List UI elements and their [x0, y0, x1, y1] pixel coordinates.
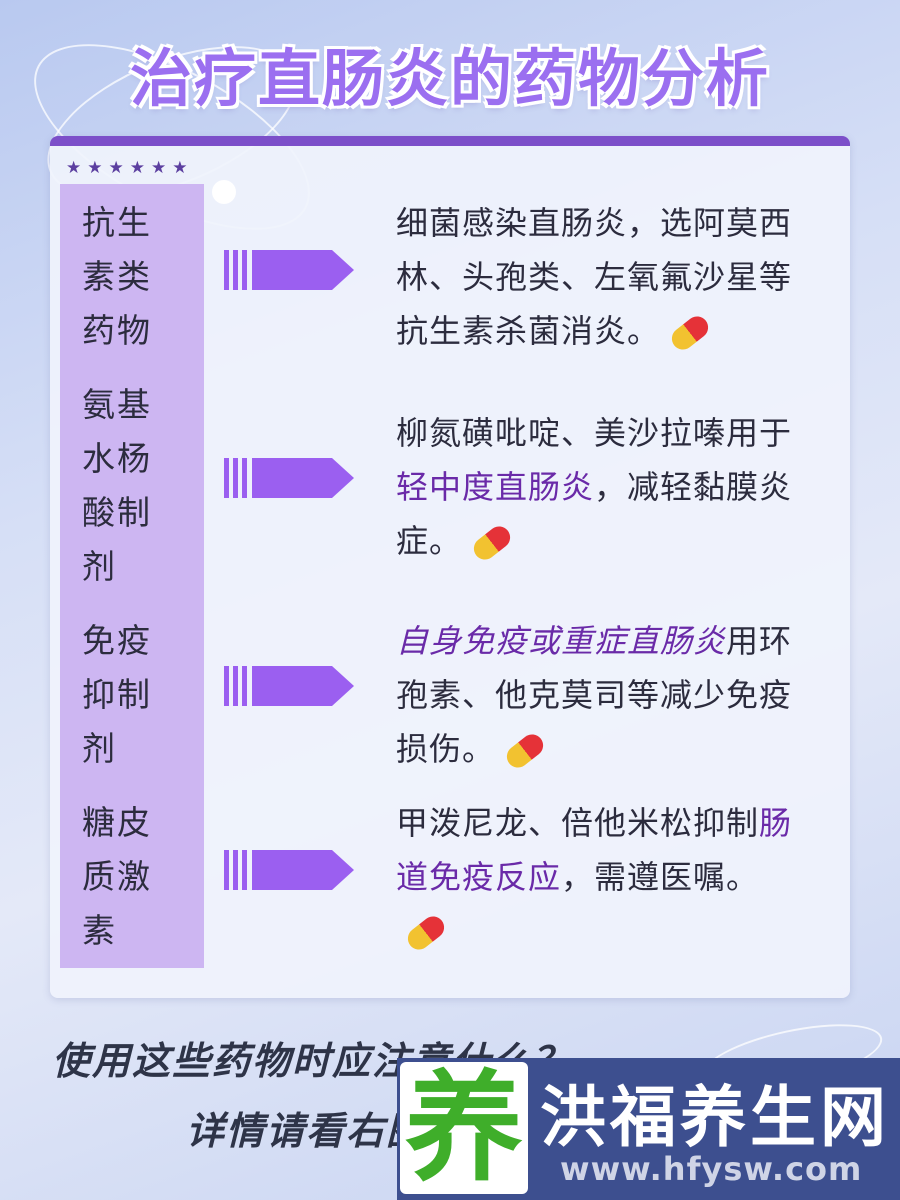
desc-highlight: 自身免疫或重症直肠炎 [396, 622, 727, 660]
row-desc-glucocorticoids: 甲泼尼龙、倍他米松抑制肠道免疫反应，需遵医嘱。 [396, 796, 796, 958]
row-label-antibiotics: 抗生素类药物 [82, 203, 152, 350]
question-subtext: 详情请看右图 [186, 1109, 427, 1153]
row-label-immunosuppressants: 免疫抑制剂 [82, 621, 152, 768]
desc-highlight: 轻中度直肠炎 [396, 468, 595, 506]
pill-icon [403, 912, 449, 954]
desc-text: ，减轻黏膜炎症。 [396, 468, 793, 560]
desc-text: 甲泼尼龙、倍他米松抑制 [396, 804, 760, 842]
desc-text: ，需遵医嘱。 [561, 858, 760, 896]
row-label-glucocorticoids: 糖皮质激素 [82, 803, 152, 950]
label-column [60, 184, 204, 968]
arrow-icon [224, 850, 354, 890]
pill-icon [469, 522, 515, 564]
arrow-icon [224, 458, 354, 498]
arrow-icon [224, 666, 354, 706]
desc-text: 用环孢素、他克莫司等减少免疫损伤。 [396, 622, 793, 768]
pill-icon [502, 730, 548, 772]
decorative-dot [212, 180, 236, 204]
row-desc-immunosuppressants: 自身免疫或重症直肠炎用环孢素、他克莫司等减少免疫损伤。 [396, 614, 796, 776]
star-decoration: ★★★★★★ [66, 158, 194, 178]
pill-icon [667, 312, 713, 354]
desc-text: 细菌感染直肠炎，选阿莫西林、头孢类、左氧氟沙星等抗生素杀菌消炎。 [396, 204, 793, 350]
watermark-url: www.hfysw.com [560, 1150, 863, 1188]
desc-text: 柳氮磺吡啶、美沙拉嗪用于 [396, 414, 793, 452]
watermark-site-name: 洪福养生网 [540, 1079, 890, 1156]
arrow-icon [224, 250, 354, 290]
row-label-aminosalicylates: 氨基水杨酸制剂 [82, 385, 152, 586]
desc-highlight: 肠道免疫反应 [396, 804, 793, 896]
watermark-logo: 养 [400, 1062, 528, 1194]
row-desc-aminosalicylates: 柳氮磺吡啶、美沙拉嗪用于轻中度直肠炎，减轻黏膜炎症。 [396, 406, 796, 568]
row-desc-antibiotics: 细菌感染直肠炎，选阿莫西林、头孢类、左氧氟沙星等抗生素杀菌消炎。 [396, 196, 796, 358]
page-title: 治疗直肠炎的药物分析 [129, 42, 770, 115]
